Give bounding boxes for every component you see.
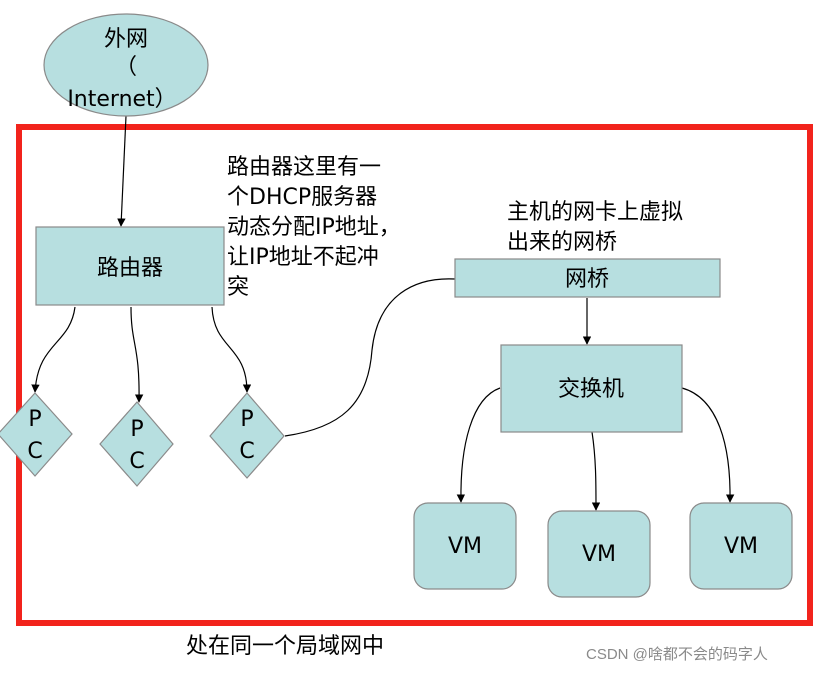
bridge-label: 网桥 (565, 267, 609, 292)
edge-router-pc2 (130, 306, 144, 403)
edges (31, 115, 735, 511)
pc-node-2: P C (99, 401, 174, 487)
router-note: 路由器这里有一 个DHCP服务器 动态分配IP地址， 让IP地址不起冲 突 (227, 155, 401, 300)
router-note-line-1: 路由器这里有一 (227, 155, 381, 180)
pc-node-3: P C (209, 392, 285, 479)
vm-node-1: VM (413, 502, 517, 590)
internet-node: 外网 （ Internet） (43, 13, 209, 117)
pc3-label-bottom: C (239, 439, 254, 464)
edge-router-pc1 (31, 306, 76, 393)
router-node: 路由器 (35, 226, 225, 306)
edge-switch-vm3 (681, 387, 735, 503)
pc2-label-top: P (130, 417, 143, 442)
vm-node-2: VM (547, 510, 651, 598)
bridge-note-line-1: 主机的网卡上虚拟 (507, 200, 683, 225)
edge-switch-vm1 (456, 387, 501, 503)
vm-node-3: VM (689, 502, 793, 590)
switch-label: 交换机 (558, 377, 624, 402)
bridge-note-line-2: 出来的网桥 (507, 230, 617, 255)
pc1-label-top: P (28, 407, 41, 432)
bridge-node: 网桥 (454, 258, 721, 298)
bridge-note: 主机的网卡上虚拟 出来的网桥 (507, 200, 683, 255)
watermark: CSDN @啥都不会的码字人 (586, 646, 768, 663)
internet-label-1: 外网 (104, 27, 148, 52)
vm2-label: VM (582, 542, 616, 567)
frame-caption: 处在同一个局域网中 (186, 634, 384, 659)
router-note-line-3: 动态分配IP地址， (227, 215, 401, 240)
pc2-label-bottom: C (129, 449, 144, 474)
pc-node-1: P C (0, 392, 73, 477)
vm1-label: VM (448, 534, 482, 559)
edge-router-pc3 (211, 306, 252, 393)
router-note-line-5: 突 (227, 275, 249, 300)
edge-internet-router (117, 115, 127, 227)
router-label: 路由器 (97, 256, 163, 281)
switch-node: 交换机 (500, 344, 683, 433)
vm3-label: VM (724, 534, 758, 559)
edge-pc3-bridge (284, 278, 456, 437)
pc1-label-bottom: C (27, 439, 42, 464)
edge-switch-vm2 (591, 431, 601, 511)
internet-label-3: Internet） (67, 87, 176, 112)
router-note-line-4: 让IP地址不起冲 (227, 245, 379, 270)
pc3-label-top: P (240, 407, 253, 432)
internet-label-2: （ (115, 55, 137, 80)
lan-frame (16, 124, 813, 626)
router-note-line-2: 个DHCP服务器 (227, 185, 377, 210)
